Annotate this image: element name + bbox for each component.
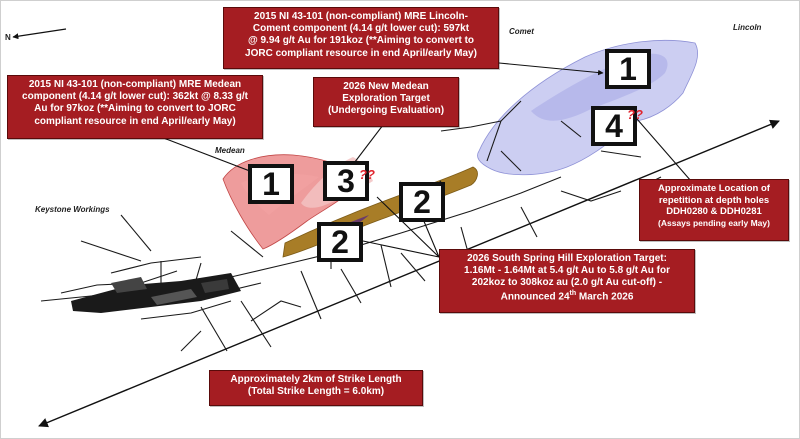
callout-repetition-line-2: repetition at depth holes — [658, 194, 770, 206]
lincoln-label: Lincoln — [733, 23, 762, 32]
marker-4-repetition: 4 — [591, 106, 637, 146]
callout-ssh-line-3: 202koz to 308koz au (2.0 g/t Au cut-off)… — [471, 277, 663, 289]
workings-cluster — [71, 273, 241, 313]
callout-lincoln-line-4: JORC compliant resource in end April/ear… — [245, 47, 477, 59]
medean-label: Medean — [215, 146, 245, 155]
callout-medean-mre: 2015 NI 43-101 (non-compliant) MRE Medea… — [7, 75, 263, 139]
marker-1-medean: 1 — [248, 164, 294, 204]
north-arrow-line — [12, 28, 67, 40]
callout-south-spring-hill: 2026 South Spring Hill Exploration Targe… — [439, 249, 695, 313]
callout-ssh-line-1: 2026 South Spring Hill Exploration Targe… — [467, 253, 667, 264]
callout-repetition-line-1: Approximate Location of — [658, 183, 770, 194]
callout-lincoln-line-3: @ 9.94 g/t Au for 191koz (**Aiming to co… — [247, 35, 475, 47]
keystone-label: Keystone Workings — [35, 205, 110, 214]
callout-repetition-line-4: (Assays pending early May) — [658, 217, 770, 228]
callout-strike-length: Approximately 2km of Strike Length (Tota… — [209, 370, 423, 406]
callout-new-target-line-2: Exploration Target — [342, 93, 430, 105]
question-marks-repetition: ?? — [627, 107, 643, 122]
callout-medean-line-2: component (4.14 g/t lower cut): 362kt @ … — [22, 91, 248, 103]
callout-lincoln-mre: 2015 NI 43-101 (non-compliant) MRE Linco… — [223, 7, 499, 69]
callout-repetition-line-3: DDH0280 & DDH0281 — [666, 206, 762, 218]
callout-ssh-announced-suffix: March 2026 — [576, 290, 634, 302]
callout-ssh-line-2: 1.16Mt - 1.64Mt at 5.4 g/t Au to 5.8 g/t… — [464, 265, 670, 277]
comet-label: Comet — [509, 27, 534, 36]
marker-3-new-target: 3 — [323, 161, 369, 201]
callout-repetition: Approximate Location of repetition at de… — [639, 179, 789, 241]
callout-new-target-line-3: (Undergoing Evaluation) — [327, 105, 445, 117]
callout-new-target-line-1: 2026 New Medean — [343, 81, 429, 92]
lincoln-comet-orebody — [477, 39, 699, 176]
north-label: N — [5, 33, 11, 42]
callout-medean-line-4: compliant resource in end April/early Ma… — [34, 115, 236, 127]
callout-strike-line-2: (Total Strike Length = 6.0km) — [247, 386, 385, 398]
question-marks-new-target: ?? — [359, 167, 375, 182]
callout-ssh-announced-sup: th — [569, 289, 577, 297]
callout-medean-line-1: 2015 NI 43-101 (non-compliant) MRE Medea… — [28, 79, 242, 90]
callout-strike-line-1: Approximately 2km of Strike Length — [230, 374, 402, 385]
marker-2-ssh-lower: 2 — [317, 222, 363, 262]
marker-1-lincoln: 1 — [605, 49, 651, 89]
callout-ssh-line-4: Announced 24th March 2026 — [445, 290, 689, 304]
callout-ssh-announced-prefix: Announced 24 — [500, 290, 570, 302]
callout-medean-line-3: Au for 97koz (**Aiming to convert to JOR… — [34, 103, 236, 115]
callout-lincoln-line-2: Coment component (4.14 g/t lower cut): 5… — [252, 23, 470, 35]
callout-new-target: 2026 New Medean Exploration Target (Unde… — [313, 77, 459, 127]
callout-lincoln-line-1: 2015 NI 43-101 (non-compliant) MRE Linco… — [254, 11, 468, 22]
marker-2-ssh-upper: 2 — [399, 182, 445, 222]
